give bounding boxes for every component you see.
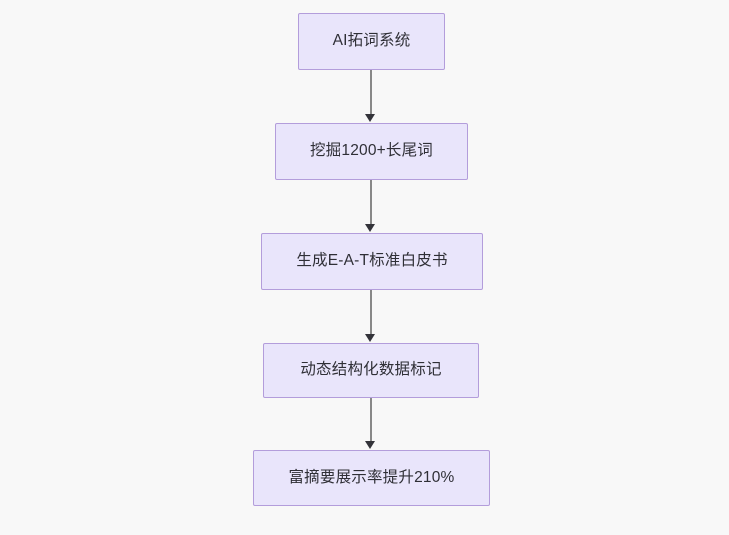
flow-node-label: 挖掘1200+长尾词 bbox=[309, 142, 434, 160]
flow-node-label: 动态结构化数据标记 bbox=[300, 361, 442, 379]
connector-arrowhead-4 bbox=[365, 441, 375, 449]
flow-node-label: AI拓词系统 bbox=[332, 32, 411, 50]
flow-node-dynamic-structured-data-markup[interactable]: 动态结构化数据标记 bbox=[263, 343, 479, 398]
connector-line-3 bbox=[370, 290, 372, 335]
flow-node-label: 生成E-A-T标准白皮书 bbox=[296, 252, 448, 270]
connector-line-4 bbox=[370, 398, 372, 442]
flow-node-mine-longtail-keywords[interactable]: 挖掘1200+长尾词 bbox=[275, 123, 468, 180]
flow-node-label: 富摘要展示率提升210% bbox=[288, 468, 455, 486]
connector-arrowhead-3 bbox=[365, 334, 375, 342]
flow-node-rich-snippet-rate-increase[interactable]: 富摘要展示率提升210% bbox=[253, 450, 490, 506]
connector-line-2 bbox=[370, 180, 372, 225]
flow-node-generate-eat-whitepaper[interactable]: 生成E-A-T标准白皮书 bbox=[261, 233, 483, 290]
flow-node-ai-keyword-system[interactable]: AI拓词系统 bbox=[298, 13, 445, 70]
connector-line-1 bbox=[370, 70, 372, 115]
connector-arrowhead-2 bbox=[365, 224, 375, 232]
connector-arrowhead-1 bbox=[365, 114, 375, 122]
